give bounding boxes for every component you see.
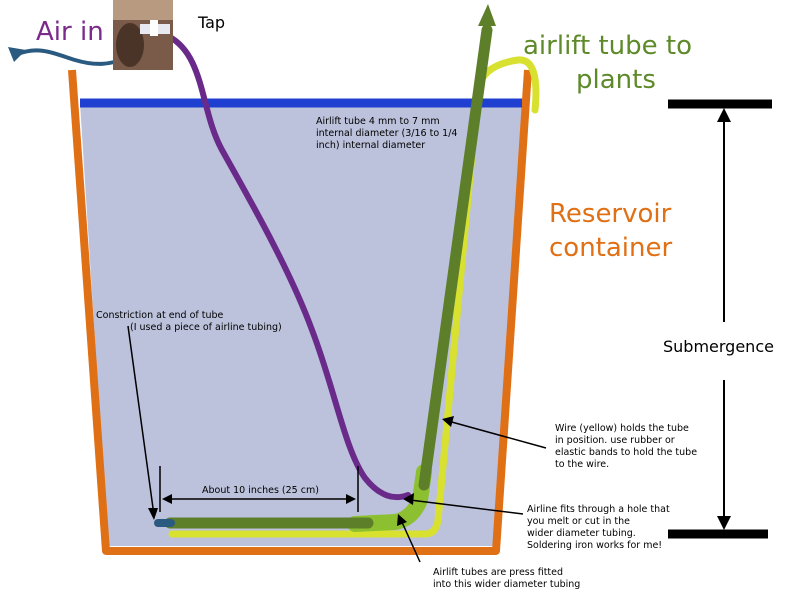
note-line: elastic bands to hold the tube bbox=[555, 447, 697, 458]
press-fit-arrow-head bbox=[397, 514, 407, 526]
reservoir-label-2: container bbox=[549, 233, 673, 263]
airlift-tube-note: Airlift tube 4 mm to 7 mm internal diame… bbox=[316, 116, 457, 151]
support-wire bbox=[168, 56, 540, 538]
air-in-label: Air in bbox=[36, 17, 104, 47]
length-dimension bbox=[159, 466, 359, 512]
note-line: Constriction at end of tube bbox=[96, 310, 224, 321]
note-line: into this wider diameter tubing bbox=[433, 579, 580, 590]
note-line: wider diameter tubing. bbox=[527, 528, 636, 539]
note-line: to the wire. bbox=[555, 459, 609, 470]
wide-fitting bbox=[347, 464, 432, 532]
note-line: in position. use rubber or bbox=[555, 435, 675, 446]
note-line: internal diameter (3/16 to 1/4 bbox=[316, 128, 457, 139]
submergence-scale bbox=[668, 99, 772, 539]
constriction-arrow-head bbox=[148, 508, 158, 520]
air-inlet-arrow bbox=[8, 47, 26, 62]
pointer-arrows bbox=[127, 325, 547, 563]
note-line: (I used a piece of airline tubing) bbox=[130, 322, 282, 333]
length-note: About 10 inches (25 cm) bbox=[202, 485, 319, 496]
airlift-to-plants-label-1: airlift tube to bbox=[523, 31, 692, 61]
note-line: inch) internal diameter bbox=[316, 140, 425, 151]
airline-tubing bbox=[165, 33, 411, 501]
airline-arrow-head bbox=[403, 493, 414, 505]
airlift-to-plants-label-2: plants bbox=[576, 65, 656, 95]
tap-label: Tap bbox=[197, 13, 225, 32]
constriction-note: Constriction at end of tube (I used a pi… bbox=[96, 310, 282, 333]
reservoir-label-1: Reservoir bbox=[549, 199, 672, 229]
container-outline bbox=[68, 69, 532, 555]
airline-note: Airline fits through a hole that you mel… bbox=[527, 504, 670, 551]
wire-arrow-head bbox=[442, 416, 454, 427]
note-line: you melt or cut in the bbox=[527, 516, 630, 527]
note-line: Wire (yellow) holds the tube bbox=[555, 423, 689, 434]
wire-note: Wire (yellow) holds the tube in position… bbox=[555, 423, 697, 470]
note-line: Airlift tube 4 mm to 7 mm bbox=[316, 116, 440, 127]
note-line: Airline fits through a hole that bbox=[527, 504, 670, 515]
note-line: Airlift tubes are press fitted bbox=[433, 567, 563, 578]
water bbox=[80, 103, 522, 546]
tap-photo bbox=[113, 0, 173, 70]
airlift-arrow-head bbox=[478, 4, 496, 26]
note-line: Soldering iron works for me! bbox=[527, 540, 662, 551]
press-fit-note: Airlift tubes are press fitted into this… bbox=[433, 567, 580, 590]
air-inlet-hose bbox=[16, 48, 127, 66]
vertical-airlift-tube bbox=[418, 24, 493, 491]
submergence-label: Submergence bbox=[663, 337, 774, 356]
